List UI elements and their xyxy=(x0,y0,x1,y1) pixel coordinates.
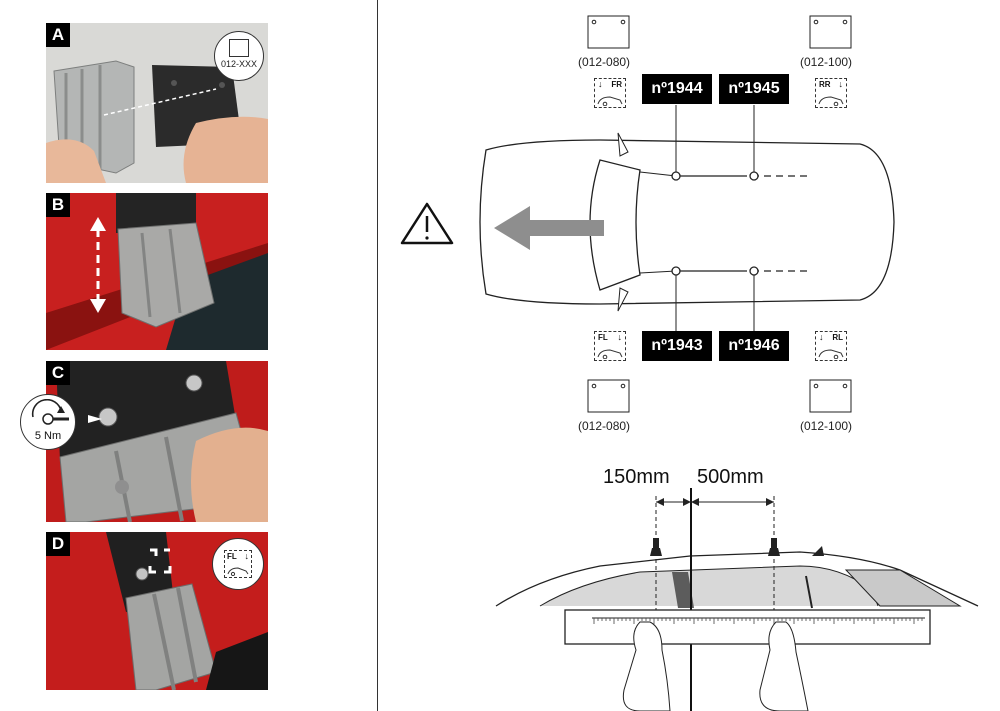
car-silhouette-icon xyxy=(227,567,249,576)
fl-diagram-position-icon: FL ↓ xyxy=(594,331,626,361)
column-divider xyxy=(377,0,378,711)
fr-tag: FR xyxy=(611,80,622,89)
fl-tag: FL xyxy=(598,333,608,342)
measurement-front: 150mm xyxy=(603,466,670,488)
measurement-rear: 500mm xyxy=(697,466,764,488)
fr-car-icon xyxy=(597,96,623,106)
step-letter-a: A xyxy=(46,23,70,47)
ref-rear-left: nº1946 xyxy=(719,331,789,361)
down-arrow-icon: ↓ xyxy=(244,551,250,561)
step-letter-c: C xyxy=(46,361,70,385)
rl-car-icon xyxy=(818,349,844,359)
step-a-photo: A 012-XXX xyxy=(46,23,268,183)
ref-front-left: nº1943 xyxy=(642,331,712,361)
rr-car-icon xyxy=(818,96,844,106)
torque-value: 5 Nm xyxy=(34,430,62,442)
fr-down-arrow-icon: ↓ xyxy=(598,79,603,89)
rl-position-icon: ↓ RL xyxy=(815,331,847,361)
fl-position-icon: FL ↓ xyxy=(224,550,252,578)
pad-callout-label: 012-XXX xyxy=(220,59,258,69)
car-top-view-diagram xyxy=(400,15,895,413)
pad-callout: 012-XXX xyxy=(214,31,264,81)
pad-icon xyxy=(229,39,249,57)
ref-front-right: nº1944 xyxy=(642,74,712,104)
rl-tag: RL xyxy=(832,333,843,342)
ref-rear-right: nº1945 xyxy=(719,74,789,104)
step-c-illustration xyxy=(46,361,268,522)
rr-down-arrow-icon: ↓ xyxy=(838,79,844,89)
step-b-illustration xyxy=(46,193,268,350)
fl-down-arrow-icon: ↓ xyxy=(617,332,623,342)
position-tag: FL xyxy=(227,552,237,561)
torque-callout: 5 Nm xyxy=(20,394,76,450)
rl-down-arrow-icon: ↓ xyxy=(819,332,824,342)
measurement-side-view xyxy=(495,488,979,711)
pad-label-top-left: (012-080) xyxy=(578,55,631,69)
pad-label-bottom-right: (012-100) xyxy=(800,419,853,433)
step-c-photo: C xyxy=(46,361,268,522)
pad-label-top-right: (012-100) xyxy=(800,55,853,69)
step-d-photo: D FL ↓ xyxy=(46,532,268,690)
pad-label-bottom-left: (012-080) xyxy=(578,419,631,433)
rr-tag: RR xyxy=(819,80,831,89)
step-letter-b: B xyxy=(46,193,70,217)
fr-position-icon: ↓ FR xyxy=(594,78,626,108)
wrench-icon xyxy=(31,399,69,425)
position-callout: FL ↓ xyxy=(212,538,264,590)
rr-position-icon: RR ↓ xyxy=(815,78,847,108)
fl-car-icon xyxy=(597,349,623,359)
step-b-photo: B xyxy=(46,193,268,350)
step-letter-d: D xyxy=(46,532,70,556)
